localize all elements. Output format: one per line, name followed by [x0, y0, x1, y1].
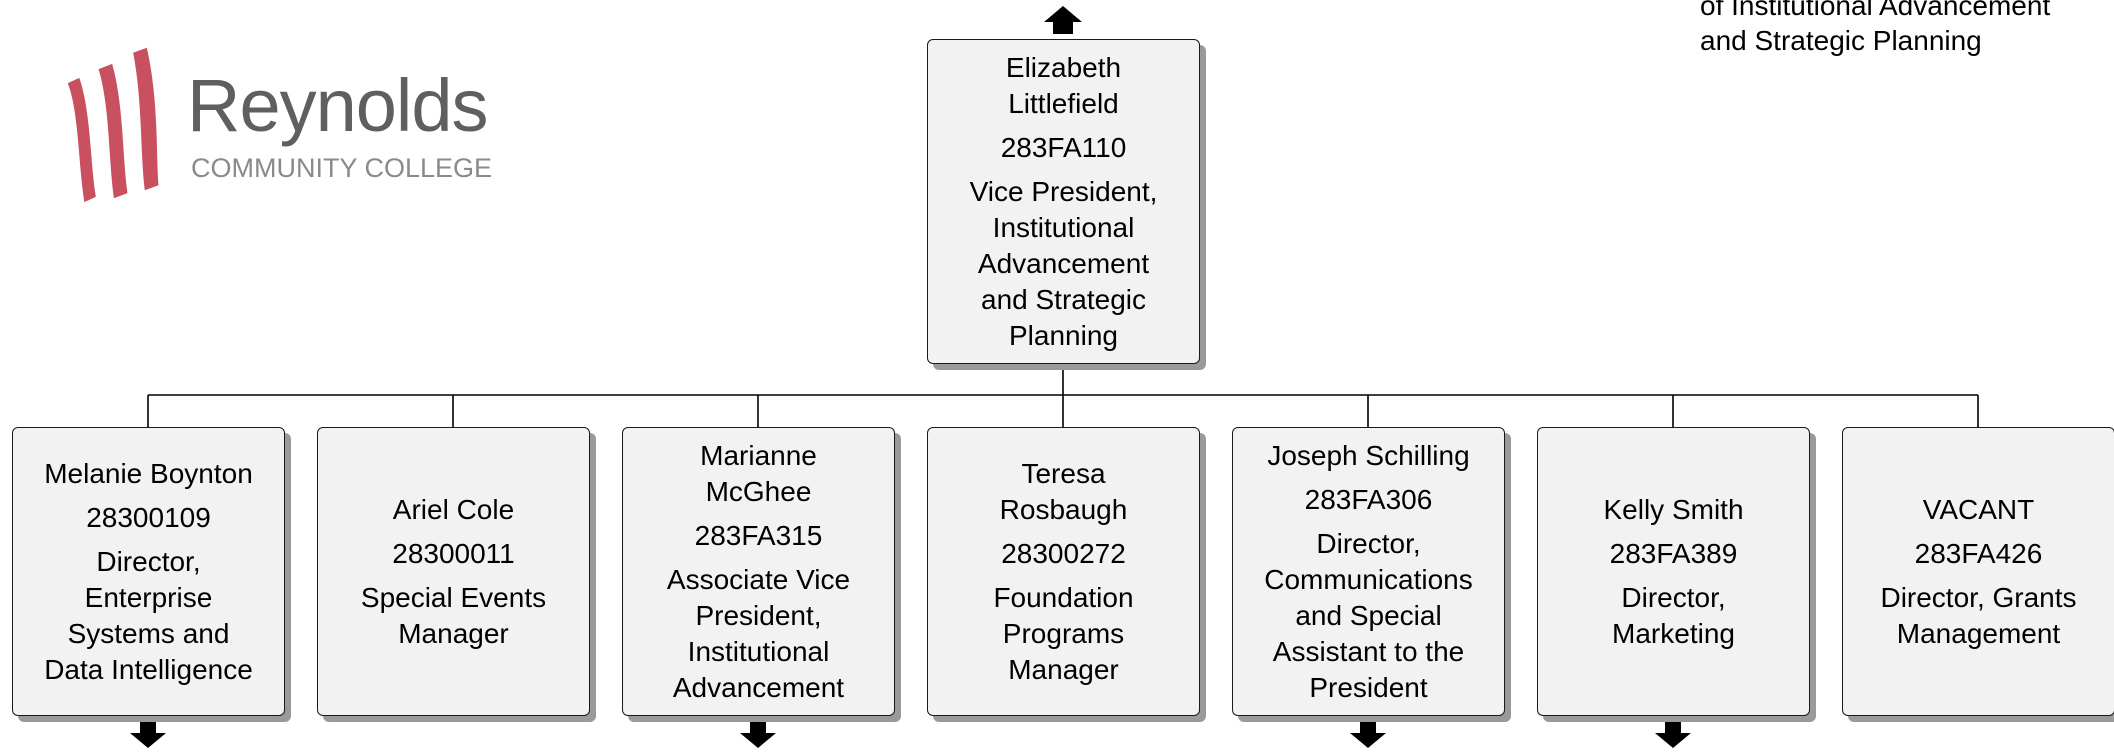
down-arrow-icon[interactable] [1655, 720, 1691, 748]
node-name-line: Rosbaugh [999, 493, 1128, 525]
node-title-line: Advancement [672, 671, 845, 703]
node-title-line: Marketing [1612, 617, 1735, 649]
node-name: Ariel Cole [393, 492, 514, 528]
node-title-line: Management [1896, 617, 2061, 649]
node-name-line: Elizabeth [1005, 51, 1122, 83]
node-title-line: and Strategic [981, 283, 1146, 315]
node-title: Director, Grants Management [1880, 580, 2076, 652]
node-position-code: 28300109 [86, 501, 211, 533]
node-title-line: Data Intelligence [44, 653, 253, 685]
node-name-line: Ariel Cole [392, 493, 515, 525]
org-node-child[interactable]: Joseph Schilling 283FA306 Director, Comm… [1232, 427, 1505, 716]
node-title-line: Manager [1008, 653, 1119, 685]
node-title: Director, Communications and Special Ass… [1264, 526, 1473, 706]
college-logo: Reynolds COMMUNITY COLLEGE [60, 38, 500, 218]
org-node-top[interactable]: Elizabeth Littlefield 283FA110 Vice Pres… [927, 39, 1200, 364]
down-arrow-icon[interactable] [740, 720, 776, 748]
node-name: Kelly Smith [1603, 492, 1743, 528]
node-position-code: 283FA389 [1609, 537, 1738, 569]
down-arrow-icon[interactable] [130, 720, 166, 748]
node-title-line: Advancement [977, 247, 1150, 279]
chart-title-line-1: of Institutional Advancement [1700, 0, 2051, 21]
node-title-line: Communications [1264, 563, 1473, 595]
node-title-line: Foundation [993, 581, 1134, 613]
node-title-line: Director, [96, 545, 201, 577]
org-node-child[interactable]: Melanie Boynton 28300109 Director, Enter… [12, 427, 285, 716]
node-name: Elizabeth Littlefield [1006, 50, 1121, 122]
node-title: Associate Vice President, Institutional … [667, 562, 850, 706]
node-title-line: Director, [1316, 527, 1421, 559]
node-title-line: President, [695, 599, 822, 631]
down-arrow-icon[interactable] [1350, 720, 1386, 748]
node-title-line: Institutional [687, 635, 830, 667]
node-position-code: 28300272 [1001, 537, 1126, 569]
node-name-line: Melanie Boynton [44, 457, 253, 489]
org-node-child[interactable]: VACANT 283FA426 Director, Grants Managem… [1842, 427, 2114, 716]
node-title-line: Director, [1621, 581, 1726, 613]
node-title-line: Assistant to the [1272, 635, 1465, 667]
node-name-line: Marianne [700, 439, 817, 471]
node-title-line: Vice President, [969, 175, 1158, 207]
node-name: Marianne McGhee [700, 438, 817, 510]
node-name: Teresa Rosbaugh [1000, 456, 1128, 528]
node-title-line: Manager [398, 617, 509, 649]
org-node-child[interactable]: Teresa Rosbaugh 28300272 Foundation Prog… [927, 427, 1200, 716]
node-name-line: Littlefield [1008, 87, 1119, 119]
node-name-line: Kelly Smith [1603, 493, 1744, 525]
node-title-line: Enterprise [84, 581, 213, 613]
node-title: Director, Enterprise Systems and Data In… [44, 544, 253, 688]
node-title-line: Special Events [360, 581, 547, 613]
node-title-line: Systems and [67, 617, 230, 649]
chart-title-line-2: and Strategic Planning [1700, 25, 1982, 56]
node-position-code: 283FA315 [694, 519, 823, 551]
node-name: Joseph Schilling [1267, 438, 1469, 474]
logo-mark-icon [67, 47, 159, 203]
node-title: Director, Marketing [1612, 580, 1735, 652]
node-name-line: McGhee [705, 475, 812, 507]
node-name: VACANT [1923, 492, 2035, 528]
node-title-line: Programs [1002, 617, 1125, 649]
up-arrow-icon [1044, 6, 1082, 34]
node-title-line: Institutional [992, 211, 1135, 243]
org-node-child[interactable]: Ariel Cole 28300011 Special Events Manag… [317, 427, 590, 716]
node-title: Foundation Programs Manager [993, 580, 1133, 688]
node-title: Special Events Manager [361, 580, 546, 652]
node-name: Melanie Boynton [44, 456, 253, 492]
node-name-line: Teresa [1021, 457, 1106, 489]
logo-name: Reynolds [187, 64, 489, 147]
node-position-code: 283FA426 [1914, 537, 2043, 569]
node-name-line: Joseph Schilling [1267, 439, 1470, 471]
node-title-line: and Special [1295, 599, 1442, 631]
org-node-child[interactable]: Marianne McGhee 283FA315 Associate Vice … [622, 427, 895, 716]
node-title-line: President [1309, 671, 1428, 703]
node-title-line: Planning [1009, 319, 1118, 351]
node-name-line: VACANT [1922, 493, 2035, 525]
node-title-line: Director, Grants [1880, 581, 2077, 613]
chart-title: of Institutional Advancement and Strateg… [1700, 0, 2114, 58]
logo-subtitle: COMMUNITY COLLEGE [191, 153, 493, 183]
node-position-code: 283FA110 [1000, 131, 1127, 163]
node-position-code: 283FA306 [1304, 483, 1433, 515]
node-title-line: Associate Vice [666, 563, 851, 595]
node-title: Vice President, Institutional Advancemen… [970, 174, 1158, 354]
org-node-child[interactable]: Kelly Smith 283FA389 Director, Marketing [1537, 427, 1810, 716]
node-position-code: 28300011 [392, 537, 515, 569]
